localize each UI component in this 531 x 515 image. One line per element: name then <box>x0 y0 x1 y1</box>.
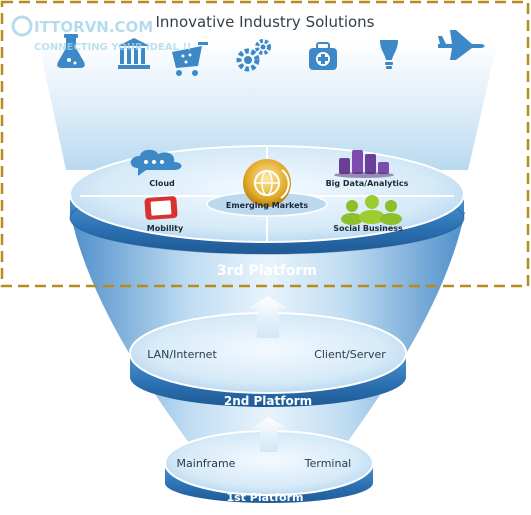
light-beam <box>38 40 498 170</box>
light-bulb-icon <box>380 40 398 69</box>
second-platform-disc: LAN/Internet Client/Server 2nd Platform <box>129 296 407 408</box>
big-data-label: Big Data/Analytics <box>326 179 409 188</box>
up-arrow-icon <box>249 296 287 338</box>
first-platform-disc: Mainframe Terminal 1st Platform <box>164 417 374 504</box>
lan-internet-label: LAN/Internet <box>147 348 217 361</box>
gears-icon <box>236 39 271 72</box>
mobility-label: Mobility <box>147 224 184 233</box>
second-platform-label: 2nd Platform <box>224 394 312 408</box>
watermark-brand: ITTORVN.COM <box>34 18 153 36</box>
flask-icon <box>57 34 85 68</box>
client-server-label: Client/Server <box>314 348 386 361</box>
airplane-icon <box>438 30 485 60</box>
cloud-label: Cloud <box>149 179 175 188</box>
terminal-label: Terminal <box>304 457 352 470</box>
industry-icons-row <box>57 30 485 76</box>
shopping-cart-icon <box>172 42 208 76</box>
medical-case-icon <box>309 42 337 70</box>
first-platform-label: 1st Platform <box>226 491 303 504</box>
up-arrow-icon <box>252 417 286 452</box>
mainframe-label: Mainframe <box>177 457 236 470</box>
watermark-tagline: CONNECTING YOUR IDEAL !! <box>34 42 192 53</box>
header-title: Innovative Industry Solutions <box>156 13 375 31</box>
third-platform-disc: Emerging Markets Cloud Big Data/Analytic… <box>69 145 465 279</box>
watermark: ITTORVN.COM CONNECTING YOUR IDEAL !! <box>11 15 192 53</box>
highlight-box <box>0 0 530 288</box>
third-platform-label: 3rd Platform <box>217 263 317 279</box>
emerging-markets-label: Emerging Markets <box>226 201 309 210</box>
bar-chart-icon <box>334 150 394 178</box>
social-business-label: Social Business <box>333 224 403 233</box>
bank-icon <box>118 38 150 69</box>
people-icon <box>341 195 402 225</box>
mobile-phone-icon <box>144 196 178 220</box>
cloud-chat-icon <box>130 149 182 176</box>
